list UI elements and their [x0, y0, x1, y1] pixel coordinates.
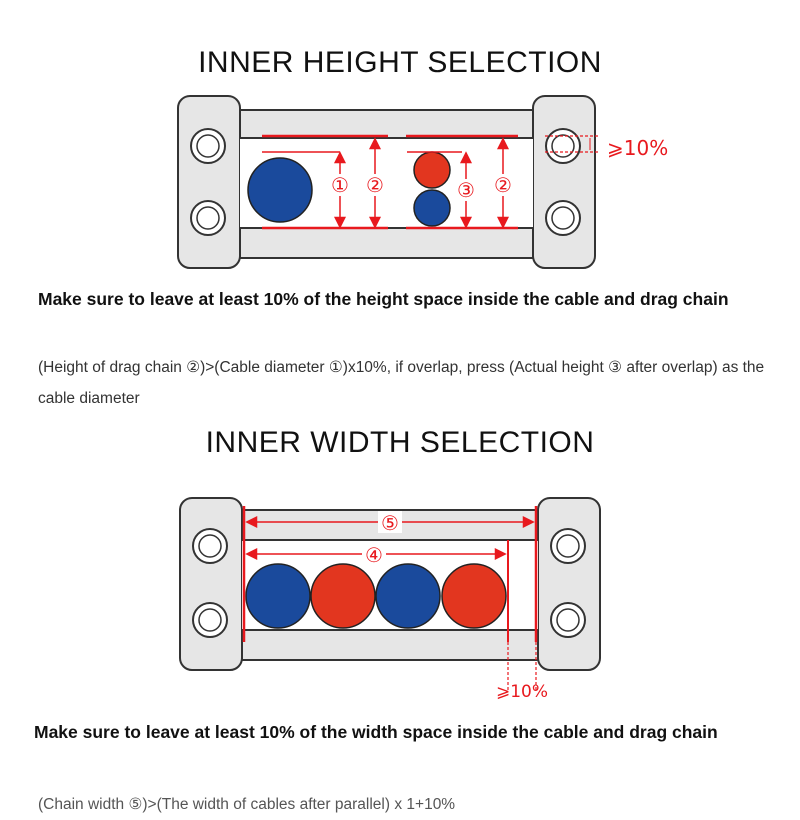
width-clearance-label: ⩾10%	[496, 682, 548, 702]
bolt-icon	[550, 602, 586, 638]
bolt-icon	[190, 200, 226, 236]
cable-blue-1	[245, 563, 311, 629]
cable-small-red	[413, 151, 451, 189]
height-dimension-lines	[262, 134, 600, 230]
height-clearance-label: ⩾10%	[607, 136, 668, 160]
width-note-cut: (Chain width ⑤)>(The width of cables aft…	[38, 796, 456, 813]
bolt-icon	[550, 528, 586, 564]
cable-blue-2	[375, 563, 441, 629]
bolt-icon	[192, 602, 228, 638]
width-section-title: INNER WIDTH SELECTION	[205, 426, 595, 459]
bolt-icon	[192, 528, 228, 564]
height-chain-frame	[177, 95, 596, 269]
height-note-bold: Make sure to leave at least 10% of the h…	[38, 289, 729, 309]
width-diagram: ⑤ ④ ⩾10%	[179, 497, 601, 702]
width-note-bold: Make sure to leave at least 10% of the w…	[34, 722, 718, 742]
height-diagram: ① ② ③ ② ⩾10%	[177, 95, 668, 269]
height-section-title: INNER HEIGHT SELECTION	[198, 46, 602, 79]
marker-1: ①	[331, 173, 349, 197]
bolt-icon	[190, 128, 226, 164]
cable-red-2	[441, 563, 507, 629]
marker-2-right: ②	[494, 173, 512, 197]
cable-small-blue	[413, 189, 451, 227]
cable-red-1	[310, 563, 376, 629]
marker-3: ③	[457, 178, 475, 202]
bolt-icon	[545, 200, 581, 236]
marker-4: ④	[365, 543, 383, 567]
marker-5: ⑤	[381, 511, 399, 535]
bolt-icon	[545, 128, 581, 164]
height-note-detail: (Height of drag chain ②)>(Cable diameter…	[38, 359, 765, 407]
cable-large-blue	[247, 157, 313, 223]
marker-2: ②	[366, 173, 384, 197]
